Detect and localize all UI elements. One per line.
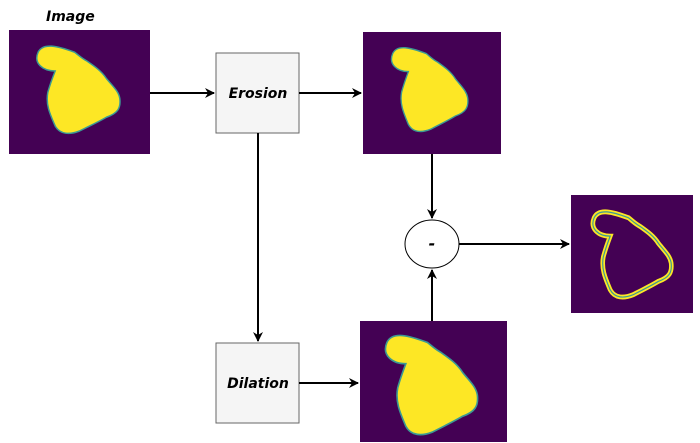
dilation-box <box>215 342 300 424</box>
image-title: Image <box>46 9 95 25</box>
eroded-image <box>363 32 501 154</box>
input-image <box>9 30 150 154</box>
subtract-node: - <box>404 219 460 269</box>
edge-image <box>571 195 693 313</box>
erosion-box <box>215 52 300 134</box>
dilation-node: Dilation <box>215 342 300 424</box>
dilation-label: Dilation <box>227 376 289 392</box>
erosion-label: Erosion <box>229 86 288 102</box>
dilated-image <box>360 321 507 442</box>
subtract-label: - <box>429 234 436 253</box>
erosion-node: Erosion <box>215 52 300 134</box>
